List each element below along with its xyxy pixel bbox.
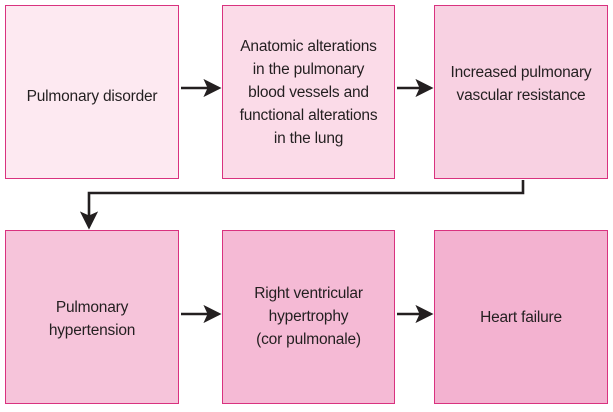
node-label: Heart failure <box>480 308 562 326</box>
node-label: Increased pulmonary vascular resistance <box>450 64 592 104</box>
node-right-ventricular-hypertrophy: Right ventricular hypertrophy (cor pulmo… <box>222 230 395 404</box>
node-label: Right ventricular hypertrophy (cor pulmo… <box>254 284 363 348</box>
node-label: Pulmonary disorder <box>26 87 158 105</box>
node-pulmonary-disorder: Pulmonary disorder <box>5 5 179 179</box>
node-pulmonary-hypertension: Pulmonary hypertension <box>5 230 179 404</box>
node-label: Pulmonary hypertension <box>48 299 136 339</box>
node-label: Anatomic alterations in the pulmonary bl… <box>239 37 378 147</box>
arrow-3-4 <box>79 180 525 230</box>
node-anatomic-alterations: Anatomic alterations in the pulmonary bl… <box>222 5 395 179</box>
node-increased-resistance: Increased pulmonary vascular resistance <box>434 5 608 179</box>
node-heart-failure: Heart failure <box>434 230 608 404</box>
